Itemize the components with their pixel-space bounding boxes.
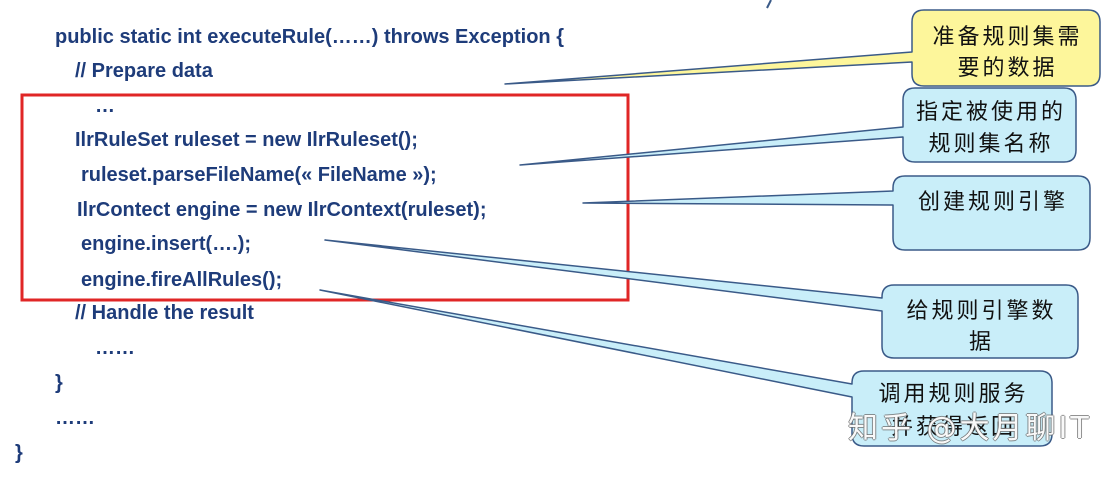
code-comment-prepare-data: // Prepare data — [75, 60, 213, 82]
callout-specify-ruleset-name-shape — [519, 87, 1077, 166]
callout-prepare-ruleset-data-text: 准备规则集需 要的数据 — [912, 22, 1100, 84]
callout-text-line: 给规则引擎数 — [906, 299, 1057, 324]
code-line-method-signature: public static int executeRule(……) throws… — [55, 26, 564, 48]
callout-feed-engine-data-shape — [324, 239, 1079, 359]
callout-feed-engine-data — [324, 239, 1079, 359]
callout-text-line: 指定被使用的 — [915, 100, 1066, 125]
watermark: 知乎 @大月聊IT — [848, 411, 1092, 446]
code-line-parse-filename: ruleset.parseFileName(« FileName »); — [81, 164, 437, 186]
callout-text-line: 并获得返回 — [890, 415, 1016, 440]
code-comment-handle-result: // Handle the result — [75, 302, 254, 324]
code-line-class-close-brace: } — [15, 442, 23, 464]
callout-text-line: 调用规则服务 — [878, 382, 1029, 407]
callout-prepare-ruleset-data-shape — [504, 9, 1101, 87]
callout-create-rule-engine — [582, 175, 1091, 251]
callout-invoke-rule-service-shape — [319, 289, 1053, 447]
callout-text-line: 要的数据 — [957, 56, 1058, 81]
code-line-engine-insert: engine.insert(….); — [81, 233, 252, 255]
callout-specify-ruleset-name-text: 指定被使用的 规则集名称 — [903, 97, 1076, 161]
code-line-engine-declaration: IlrContect engine = new IlrContext(rules… — [77, 199, 487, 221]
code-line-fire-all-rules: engine.fireAllRules(); — [81, 269, 283, 291]
callout-invoke-rule-service — [319, 289, 1053, 447]
callout-text-line: 规则集名称 — [928, 132, 1054, 157]
callout-create-rule-engine-text: 创建规则引擎 — [893, 187, 1090, 219]
callout-create-rule-engine-shape — [582, 175, 1091, 251]
callout-specify-ruleset-name — [519, 87, 1077, 166]
code-line-ellipsis-2: …… — [95, 337, 135, 359]
callout-feed-engine-data-text: 给规则引擎数 据 — [882, 296, 1078, 358]
callout-prepare-ruleset-data — [504, 9, 1101, 87]
callout-text-line: 准备规则集需 — [932, 25, 1083, 50]
highlight-frame — [20, 93, 630, 302]
callout-text-line: 据 — [968, 330, 994, 355]
top-edge-mark — [766, 0, 772, 9]
code-line-ellipsis-3: …… — [55, 407, 95, 429]
callout-invoke-rule-service-text: 调用规则服务 并获得返回 — [852, 378, 1052, 444]
callout-text-line: 创建规则引擎 — [917, 190, 1068, 215]
code-line-ruleset-declaration: IlrRuleSet ruleset = new IlrRuleset(); — [75, 129, 418, 151]
code-line-method-close-brace: } — [55, 372, 63, 394]
code-line-ellipsis-1: … — [95, 95, 115, 117]
